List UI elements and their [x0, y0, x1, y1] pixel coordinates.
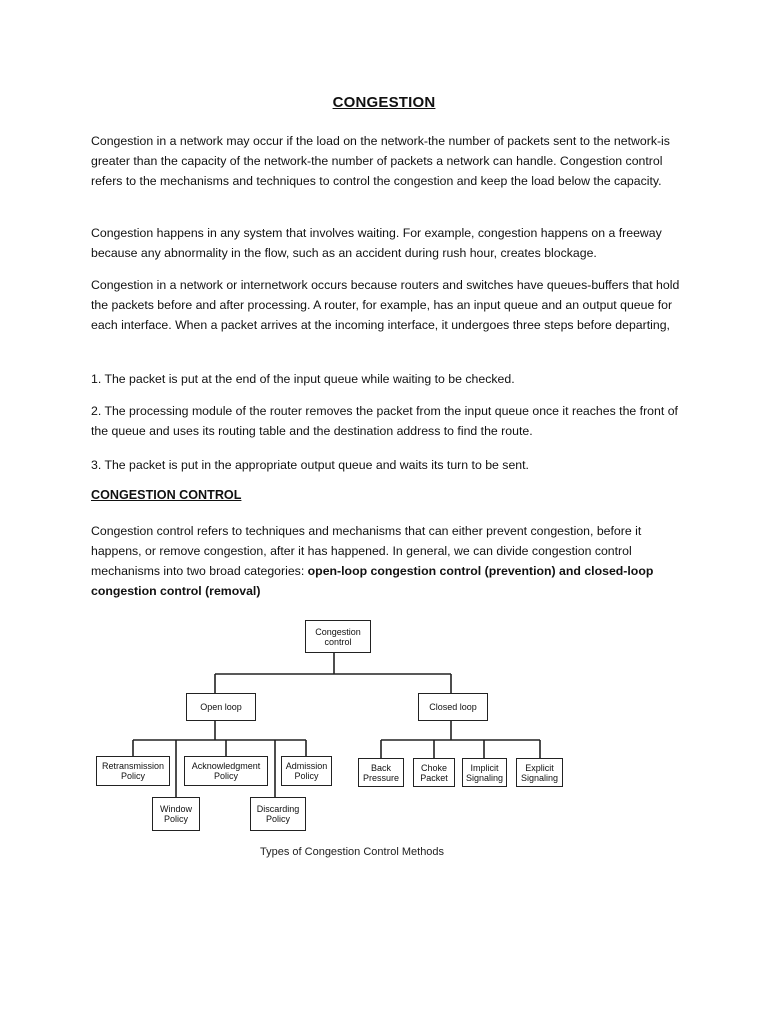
node-discarding-policy: Discarding Policy: [250, 797, 306, 831]
step-3: 3. The packet is put in the appropriate …: [91, 458, 529, 472]
node-closed-loop: Closed loop: [418, 693, 488, 721]
node-congestion-control: Congestion control: [305, 620, 371, 653]
categories-text: Congestion control refers to techniques …: [91, 524, 642, 578]
paragraph-categories: Congestion control refers to techniques …: [91, 521, 681, 601]
node-admission-policy: Admission Policy: [281, 756, 332, 786]
node-back-pressure: Back Pressure: [358, 758, 404, 787]
node-implicit-signaling: Implicit Signaling: [462, 758, 507, 787]
paragraph-definition: Congestion in a network may occur if the…: [91, 134, 670, 188]
node-window-policy: Window Policy: [152, 797, 200, 831]
page-title: CONGESTION: [332, 94, 436, 111]
step-1: 1. The packet is put at the end of the i…: [91, 372, 515, 386]
node-retransmission-policy: Retransmission Policy: [96, 756, 170, 786]
section-heading-congestion-control: CONGESTION CONTROL: [91, 488, 242, 502]
node-explicit-signaling: Explicit Signaling: [516, 758, 563, 787]
diagram-caption: Types of Congestion Control Methods: [260, 846, 445, 858]
step-2: 2. The processing module of the router r…: [91, 404, 678, 438]
paragraph-waiting: Congestion happens in any system that in…: [91, 226, 662, 260]
paragraph-queues: Congestion in a network or internetwork …: [91, 278, 680, 332]
categories-bold-text: open-loop congestion control (prevention…: [91, 564, 654, 598]
node-choke-packet: Choke Packet: [413, 758, 455, 787]
node-acknowledgment-policy: Acknowledgment Policy: [184, 756, 268, 786]
node-open-loop: Open loop: [186, 693, 256, 721]
